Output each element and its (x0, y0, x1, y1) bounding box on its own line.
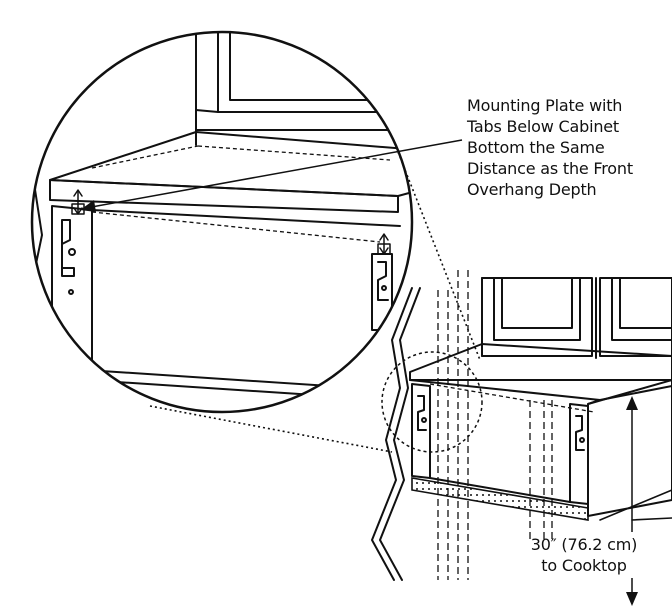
dimension-value: 30″ (76.2 cm) (530, 535, 638, 554)
dimension-callout: 30″ (76.2 cm) to Cooktop (519, 534, 649, 576)
wall-edge (371, 287, 421, 581)
mounting-plate-callout: Mounting Plate with Tabs Below Cabinet B… (467, 95, 633, 200)
upper-cabinet (481, 277, 672, 359)
main-scene (371, 270, 672, 606)
callout-line: Tabs Below Cabinet (467, 117, 619, 136)
callout-line: Mounting Plate with (467, 96, 623, 115)
cabinet-door-detail (195, 32, 407, 133)
callout-leader (80, 139, 463, 212)
tab-gap-arrow-right (377, 233, 391, 255)
mounting-plate (411, 379, 672, 517)
dimension-arrow (626, 396, 638, 606)
side-panel (599, 489, 672, 521)
cabinet-bottom-detail (49, 131, 412, 213)
stud-hidden-lines (429, 270, 595, 580)
detail-indicator-circle (381, 351, 483, 453)
callout-line: Bottom the Same (467, 138, 605, 157)
callout-line: Distance as the Front (467, 159, 633, 178)
magnifier-outline (30, 30, 414, 414)
dimension-target: to Cooktop (541, 556, 627, 575)
projection-lines (149, 151, 481, 453)
callout-line: Overhang Depth (467, 180, 597, 199)
bottom-rail (411, 477, 589, 521)
tab-gap-arrow-left (71, 189, 85, 215)
detail-magnifier (30, 30, 414, 414)
